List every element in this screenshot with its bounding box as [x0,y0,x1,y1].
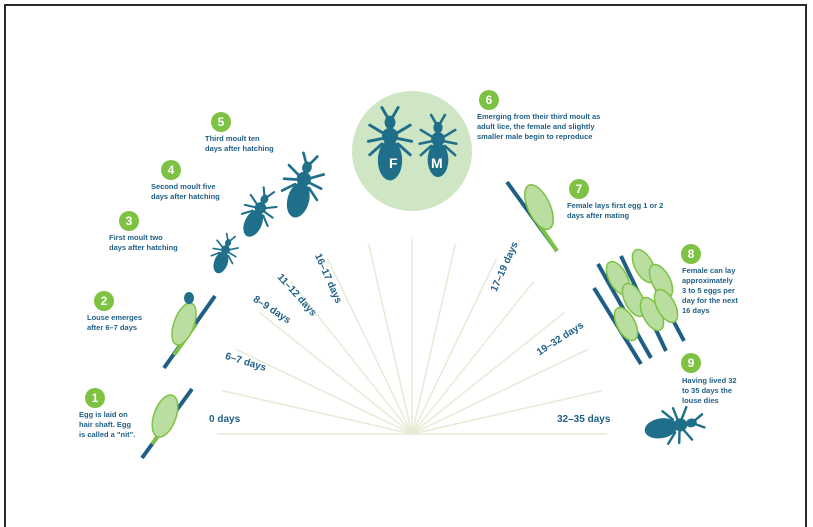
nymph-3-icon [275,150,329,223]
hatching-louse-illustration [164,292,215,368]
stage-7-text: Female lays first egg 1 or 2 days after … [567,201,663,221]
stage-2-badge: 2 [94,291,114,311]
male-label: M [431,155,443,171]
adult-lice-circle [352,91,472,211]
nymph-1-icon [206,231,242,277]
stage-1-text: Egg is laid on hair shaft. Egg is called… [79,410,135,440]
egg-on-hair-illustration [142,389,192,458]
stage-5-text: Third moult ten days after hatching [205,134,274,154]
dead-louse-icon [642,404,707,449]
stage-4-text: Second moult five days after hatching [151,182,220,202]
stage-7-badge: 7 [569,179,589,199]
nymph-2-icon [233,183,282,242]
diagram-frame: F M 1 2 3 4 5 6 7 8 9 Egg is laid [4,4,807,527]
stage-3-text: First moult two days after hatching [109,233,178,253]
stage-3-badge: 3 [119,211,139,231]
day-label-0: 0 days [209,414,240,425]
stage-6-badge: 6 [479,90,499,110]
stage-5-badge: 5 [211,112,231,132]
first-egg-illustration [507,181,559,251]
stage-8-badge: 8 [681,244,701,264]
stage-9-badge: 9 [681,353,701,373]
egg-cluster-illustration [594,246,684,364]
stage-1-badge: 1 [85,388,105,408]
stage-2-text: Louse emerges after 6–7 days [87,313,142,333]
stage-9-text: Having lived 32 to 35 days the louse die… [682,376,737,406]
stage-4-badge: 4 [161,160,181,180]
stage-8-text: Female can lay approximately 3 to 5 eggs… [682,266,738,316]
female-label: F [389,155,398,171]
timeline-rays [217,239,607,434]
timeline-ray [412,258,497,434]
timeline-ray [327,258,412,434]
stage-6-text: Emerging from their third moult as adult… [477,112,600,142]
day-label-32-35: 32–35 days [557,414,610,425]
